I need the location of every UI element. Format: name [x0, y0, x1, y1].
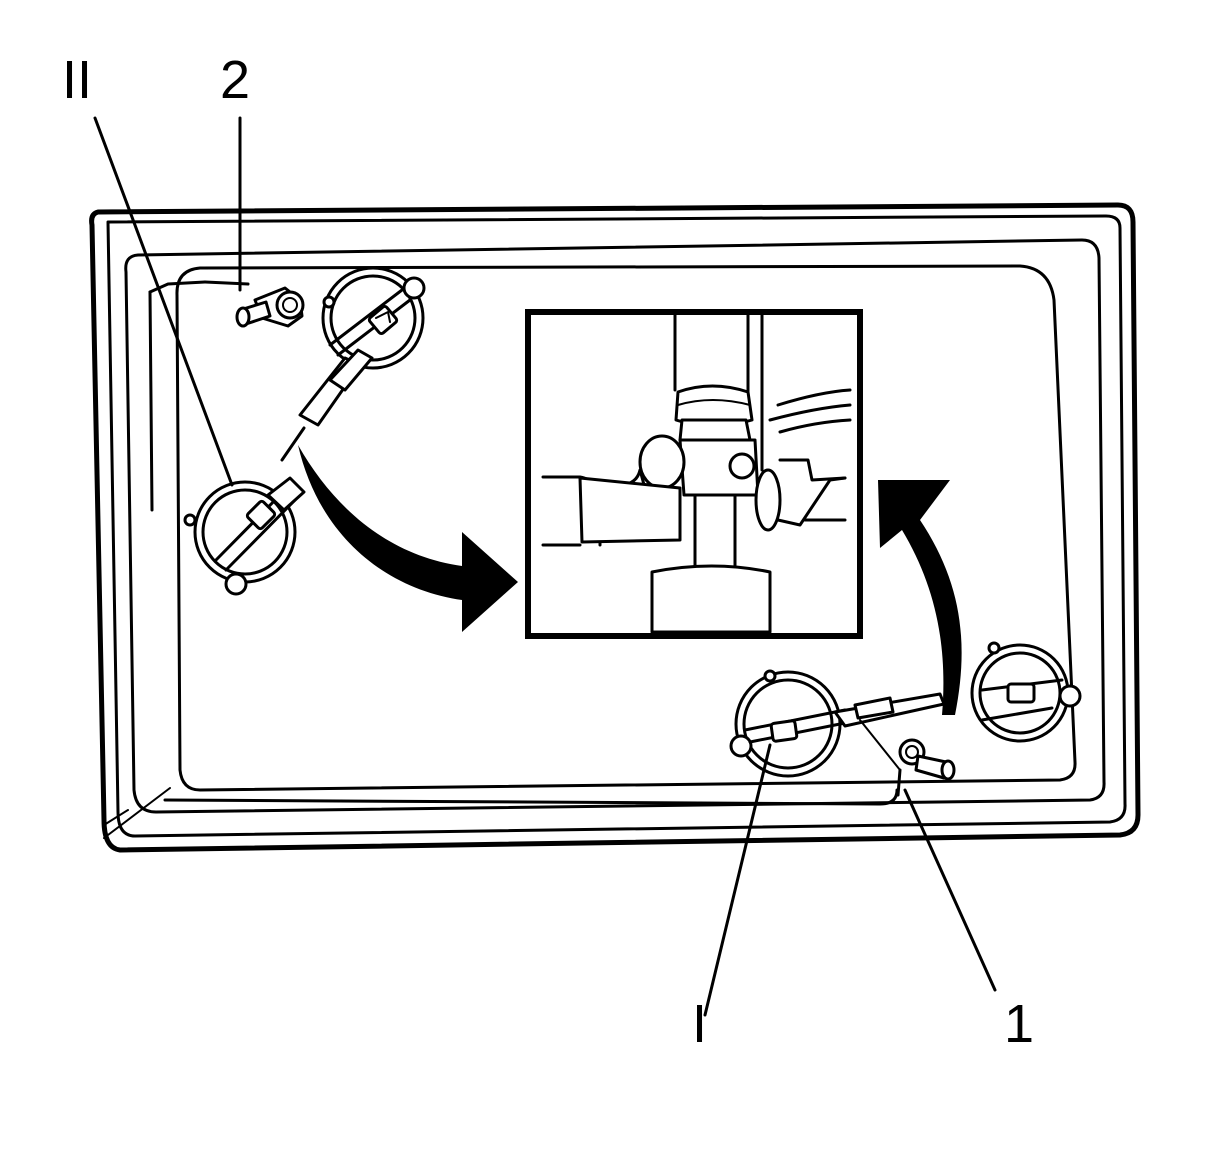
adjuster-screw-2	[235, 286, 305, 328]
callout-number-one: 1	[1004, 994, 1034, 1054]
detail-inset	[525, 309, 863, 639]
leader-lines	[93, 116, 997, 1017]
curved-arrow-icon	[298, 445, 518, 632]
adjuster-screw-1	[896, 738, 956, 797]
adjuster-right	[970, 641, 1082, 743]
curved-arrow-icon	[878, 480, 962, 715]
adjuster-ii	[183, 476, 306, 596]
headlamp-housing	[89, 202, 1141, 853]
callout-roman-one: I	[692, 994, 707, 1054]
adjuster-top	[298, 266, 426, 427]
callout-number-two: 2	[220, 50, 250, 110]
callout-roman-two: II	[62, 50, 92, 110]
adjuster-i	[729, 669, 946, 778]
